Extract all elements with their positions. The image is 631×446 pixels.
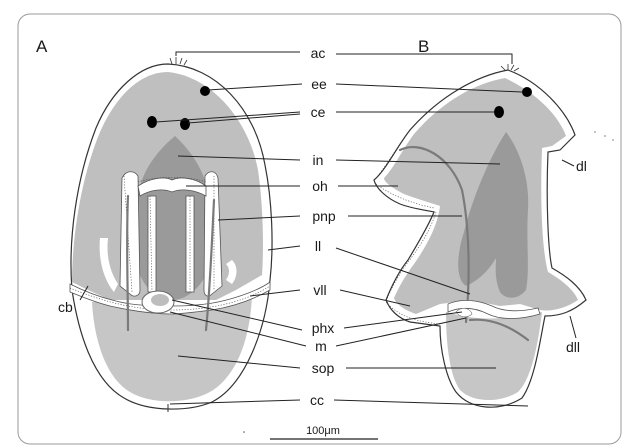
panel-label-b: B: [418, 37, 429, 56]
label-dl: dl: [576, 158, 587, 174]
label-oh: oh: [312, 178, 328, 194]
label-in: in: [313, 152, 324, 168]
scale-bar-label: 100μm: [306, 425, 340, 437]
label-cc: cc: [310, 392, 324, 408]
label-ee: ee: [311, 76, 327, 92]
label-vll: vll: [313, 282, 326, 298]
label-m: m: [315, 338, 327, 354]
label-phx: phx: [312, 320, 335, 336]
label-ll: ll: [315, 238, 321, 254]
label-ac: ac: [311, 45, 326, 61]
label-cb: cb: [58, 299, 73, 315]
label-dll: dll: [566, 339, 580, 355]
label-ce: ce: [311, 104, 326, 120]
larva-a-oral-hood-band: [120, 172, 140, 296]
label-sop: sop: [312, 360, 335, 376]
larva-a-eye-ee: [200, 86, 210, 96]
larva-a-eye-ce-left: [147, 116, 157, 128]
label-pnp: pnp: [312, 208, 336, 224]
larva-b-eye-ee: [522, 87, 532, 97]
speck: [243, 431, 245, 433]
larva-a-mouth: [151, 294, 169, 306]
larva-b-eye-ce: [494, 106, 504, 118]
panel-label-a: A: [36, 37, 48, 56]
larva-a-nerve-left: [127, 196, 128, 330]
